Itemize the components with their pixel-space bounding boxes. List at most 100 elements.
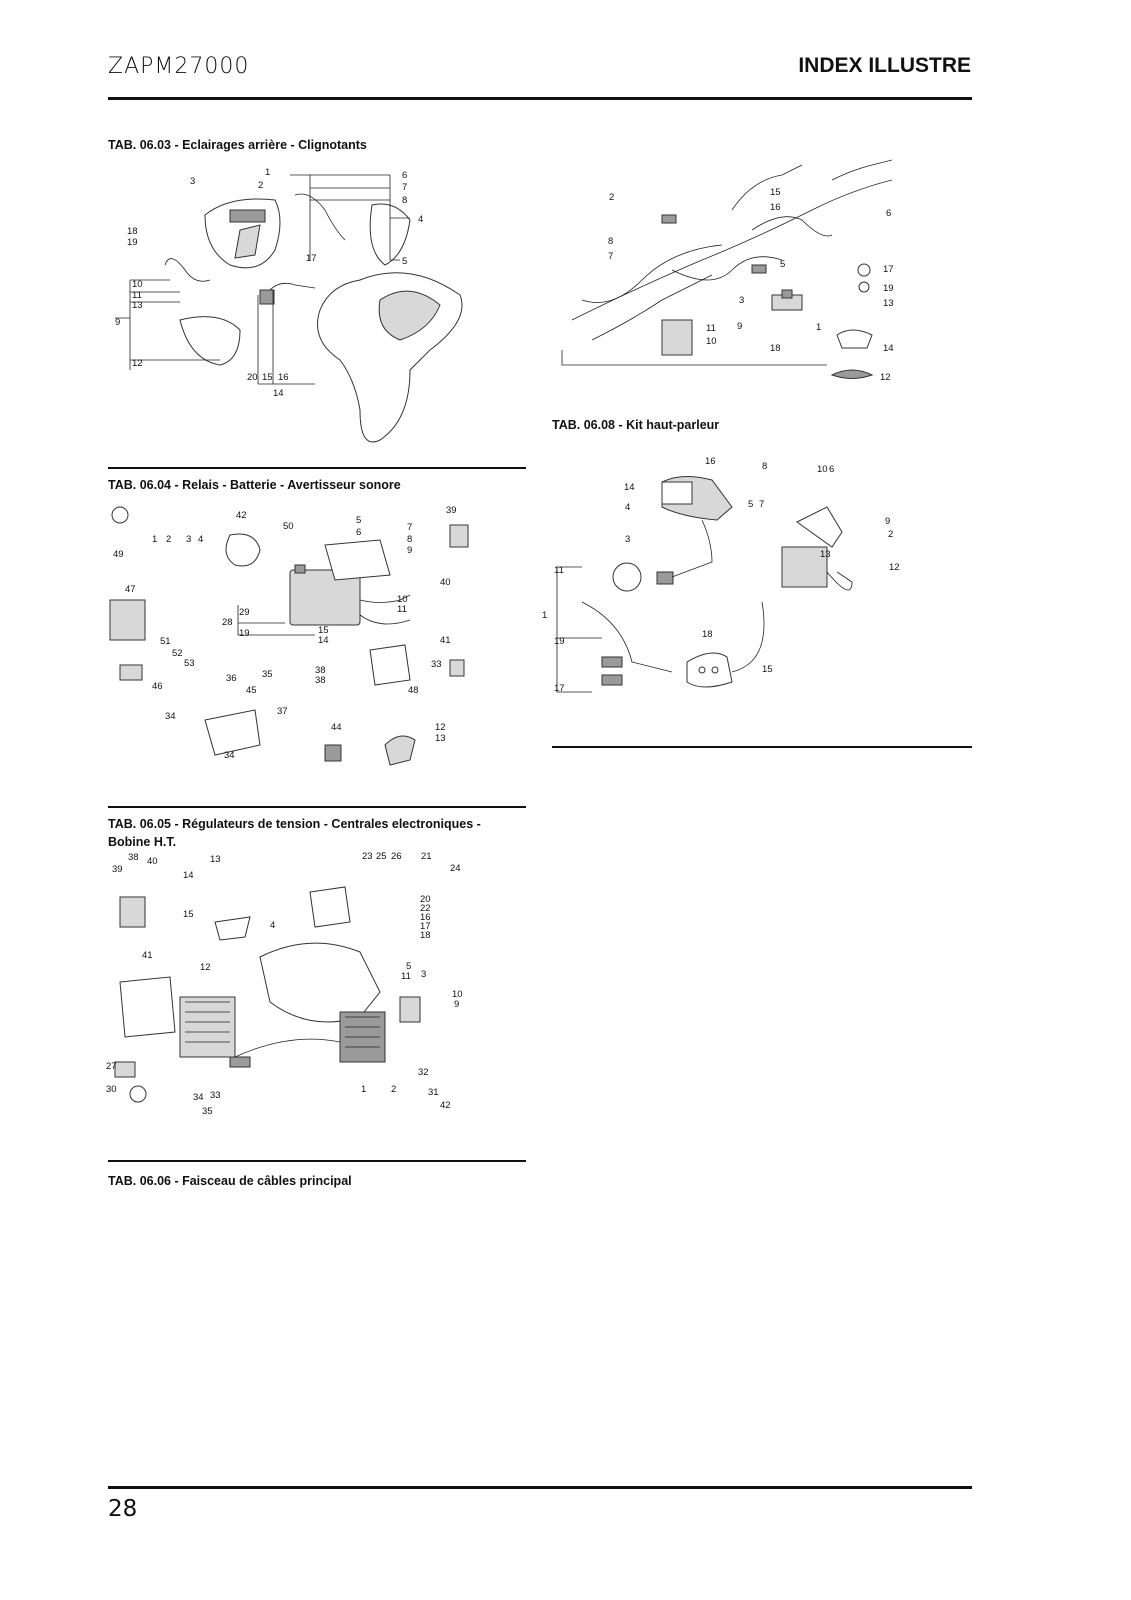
callout-number: 6 [402,170,407,181]
callout-number: 1 [542,610,547,621]
callout-number: 13 [210,854,221,865]
diagram-tab-06-03: 1 2 3 4 5 6 7 8 9 10 11 12 13 14 15 16 1… [115,167,463,443]
callout-number: 9 [737,321,742,332]
callout-number: 12 [435,722,446,733]
caption-tab-06-04: TAB. 06.04 - Relais - Batterie - Avertis… [108,478,401,492]
callout-number: 11 [401,971,411,982]
callout-number: 2 [609,192,614,203]
callout-number: 44 [331,722,342,733]
callout-number: 16 [420,912,431,923]
callout-number: 48 [408,685,419,696]
callout-number: 5 [406,961,411,972]
callout-number: 11 [554,565,564,576]
callout-number: 47 [125,584,136,595]
callout-number: 18 [702,629,713,640]
callout-number: 18 [127,226,138,237]
callout-number: 20 [247,372,258,383]
callout-number: 7 [407,522,412,533]
callout-number: 38 [315,675,326,686]
callout-number: 5 [402,256,407,267]
callout-number: 8 [407,534,412,545]
document-code: ZAPM27000 [108,54,250,79]
callout-number: 14 [624,482,635,493]
callout-number: 50 [283,521,294,532]
callout-number: 11 [397,604,407,615]
callout-number: 15 [770,187,781,198]
callout-number: 7 [759,499,764,510]
caption-tab-06-03: TAB. 06.03 - Eclairages arrière - Cligno… [108,138,367,152]
callout-number: 38 [315,665,326,676]
diagram-tab-06-05: 1 2 3 4 5 9 10 11 12 13 14 15 16 17 18 2… [106,851,463,1117]
callout-number: 39 [112,864,123,875]
callout-number: 31 [428,1087,439,1098]
callout-number: 19 [883,283,894,294]
callout-number: 18 [420,930,431,941]
callout-number: 3 [186,534,191,545]
callout-number: 20 [420,894,431,905]
header-rule [108,97,972,100]
callout-number: 26 [391,851,402,862]
callout-number: 5 [356,515,361,526]
footer-rule [108,1486,972,1489]
callout-number: 2 [258,180,263,191]
document-title: INDEX ILLUSTRE [798,54,971,77]
callouts-tab-06-03: 1 2 3 4 5 6 7 8 9 10 11 12 13 14 15 16 1… [115,167,423,399]
callout-number: 28 [222,617,233,628]
callout-number: 53 [184,658,195,669]
callout-number: 13 [132,300,143,311]
callout-number: 4 [625,502,630,513]
callout-number: 34 [193,1092,204,1103]
callout-number: 15 [762,664,773,675]
callout-number: 42 [236,510,247,521]
callout-number: 32 [418,1067,429,1078]
callout-number: 16 [705,456,716,467]
callout-number: 14 [318,635,329,646]
callout-number: 9 [115,317,120,328]
callout-number: 29 [239,607,250,618]
callout-number: 4 [270,920,275,931]
callout-number: 40 [147,856,158,867]
callout-number: 37 [277,706,288,717]
callout-number: 7 [402,182,407,193]
callout-number: 8 [608,236,613,247]
diagram-tab-06-08: 1 2 3 4 5 6 7 8 9 10 11 12 13 14 15 16 1… [542,456,900,694]
callout-number: 4 [418,214,423,225]
callout-number: 2 [391,1084,396,1095]
callout-number: 10 [132,279,143,290]
callout-number: 12 [132,358,143,369]
callout-number: 19 [554,636,565,647]
callout-number: 19 [239,628,250,639]
callout-number: 5 [748,499,753,510]
callout-number: 18 [770,343,781,354]
callout-number: 35 [202,1106,213,1117]
callout-number: 12 [880,372,891,383]
callout-number: 10 [452,989,463,1000]
callout-number: 40 [440,577,451,588]
callout-number: 17 [306,253,317,264]
callout-number: 10 [706,336,717,347]
callout-number: 1 [816,322,821,333]
callout-number: 17 [554,683,565,694]
callout-number: 4 [198,534,203,545]
callout-number: 3 [190,176,195,187]
callout-number: 14 [883,343,894,354]
page-number: 28 [108,1496,138,1522]
callout-number: 33 [431,659,442,670]
callout-number: 16 [770,202,781,213]
callout-number: 12 [889,562,900,573]
callout-number: 24 [450,863,461,874]
callout-number: 2 [166,534,171,545]
callout-number: 15 [262,372,273,383]
callout-number: 27 [106,1061,117,1072]
callout-number: 10 [817,464,828,475]
callout-number: 19 [127,237,138,248]
callout-number: 11 [706,323,716,334]
callout-number: 15 [183,909,194,920]
callout-number: 13 [883,298,894,309]
callout-number: 1 [152,534,157,545]
caption-tab-06-08: TAB. 06.08 - Kit haut-parleur [552,418,720,432]
callout-number: 12 [200,962,211,973]
callout-number: 30 [106,1084,117,1095]
callout-number: 2 [888,529,893,540]
section-rule [108,467,526,469]
